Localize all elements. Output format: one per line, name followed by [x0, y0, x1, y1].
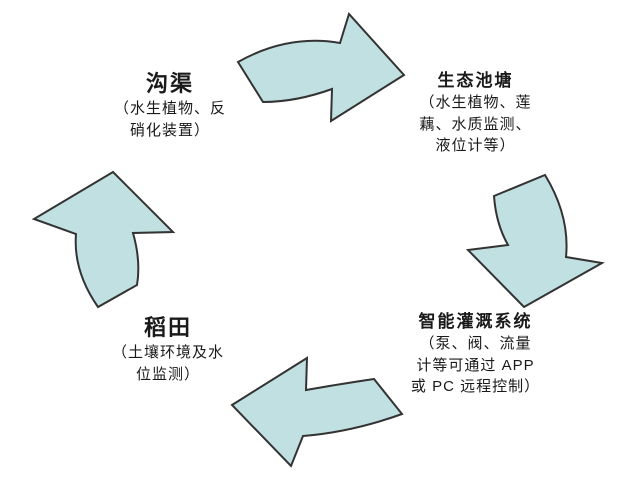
node-pond-detail-line: （水生植物、莲	[419, 94, 532, 111]
node-paddy-title: 稻田	[143, 315, 192, 340]
node-irrigation-detail-line: （泵、阀、流量	[419, 335, 532, 352]
node-paddy-detail-line: （土壤环境及水	[111, 344, 224, 361]
node-pond-detail-line: 液位计等）	[435, 137, 516, 154]
node-paddy-detail-line: 位监测）	[135, 365, 200, 383]
node-pond-title: 生态池塘	[437, 71, 514, 90]
node-irrigation-detail-line: 或 PC 远程控制）	[410, 378, 541, 395]
node-pond-detail-line: 藕、水质监测、	[419, 115, 532, 133]
cycle-arrow-right-icon	[236, 12, 406, 123]
node-irrigation: 智能灌溉系统 （泵、阀、流量 计等可通过 APP 或 PC 远程控制）	[383, 311, 568, 398]
cycle-arrow-left-icon	[230, 356, 404, 468]
node-pond: 生态池塘 （水生植物、莲 藕、水质监测、 液位计等）	[388, 70, 563, 157]
node-ditch-title: 沟渠	[145, 71, 194, 96]
node-irrigation-detail-line: 计等可通过 APP	[416, 356, 535, 374]
node-paddy: 稻田 （土壤环境及水 位监测）	[83, 314, 253, 385]
node-ditch-detail-line: 硝化装置）	[129, 121, 210, 139]
node-ditch-detail-line: （水生植物、反	[113, 100, 226, 117]
node-ditch: 沟渠 （水生植物、反 硝化装置）	[85, 70, 255, 141]
cycle-arrow-up-icon	[31, 170, 176, 309]
cycle-arrow-down-icon	[465, 173, 605, 309]
node-irrigation-title: 智能灌溉系统	[418, 312, 533, 331]
